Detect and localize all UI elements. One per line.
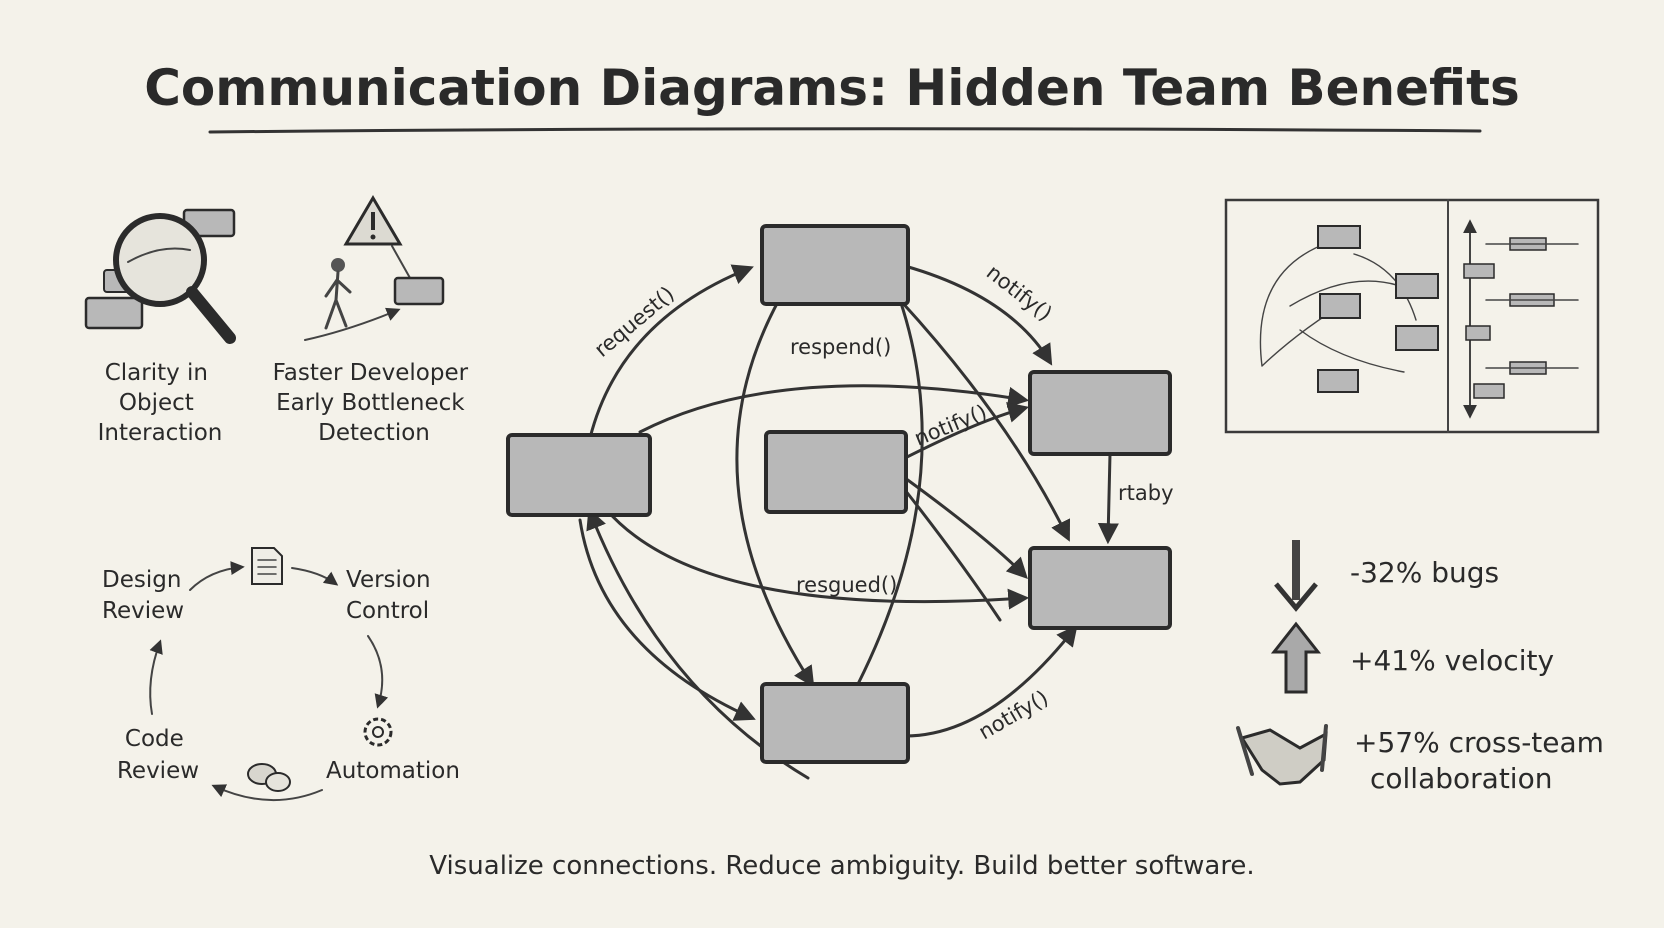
step-version-control: Version Control bbox=[346, 567, 438, 624]
workflow-cycle-arrows bbox=[149, 561, 389, 802]
diagram-thumbnail-panel bbox=[1224, 198, 1600, 434]
object-box-right-top bbox=[1028, 370, 1172, 456]
message-respend: respend() bbox=[790, 335, 891, 359]
object-box-bottom bbox=[760, 682, 910, 764]
object-box-center bbox=[764, 430, 908, 514]
communication-diagram: request() respend() notify() notify() rt… bbox=[506, 224, 1174, 780]
stat-velocity: +41% velocity bbox=[1350, 644, 1554, 677]
step-automation: Automation bbox=[326, 758, 460, 784]
thumbnail-sequence bbox=[1463, 219, 1579, 419]
message-notify-top: notify() bbox=[982, 260, 1057, 326]
tagline: Visualize connections. Reduce ambiguity.… bbox=[429, 851, 1254, 881]
arrow-up-icon bbox=[1270, 621, 1322, 694]
diagram-boxes bbox=[506, 224, 1172, 764]
message-rtaby: rtaby bbox=[1118, 481, 1174, 505]
step-design-review: Design Review bbox=[102, 567, 189, 624]
handshake-icon bbox=[1236, 724, 1328, 786]
warning-icon bbox=[304, 195, 445, 341]
diagram-arrows bbox=[578, 264, 1119, 780]
document-icon bbox=[251, 547, 283, 585]
message-notify-bottom: notify() bbox=[975, 686, 1053, 745]
object-box-right-bottom bbox=[1028, 546, 1172, 630]
stat-collaboration: +57% cross-team collaboration bbox=[1354, 726, 1613, 795]
benefit-clarity-label: Clarity in Object Interaction bbox=[98, 360, 223, 446]
title-underline bbox=[208, 127, 1482, 134]
step-code-review: Code Review bbox=[117, 726, 199, 784]
benefit-faster-label: Faster Developer Early Bottleneck Detect… bbox=[273, 360, 476, 446]
chat-icon bbox=[247, 763, 291, 792]
gear-icon bbox=[363, 717, 393, 747]
page-title: Communication Diagrams: Hidden Team Bene… bbox=[144, 59, 1520, 117]
object-box-left bbox=[506, 433, 652, 517]
arrow-down-icon bbox=[1274, 540, 1318, 612]
stat-bugs: -32% bugs bbox=[1350, 556, 1499, 589]
message-notify-center: notify() bbox=[911, 400, 991, 451]
object-box-top bbox=[760, 224, 910, 306]
message-resgued: resgued() bbox=[796, 573, 897, 597]
magnifier-icon bbox=[84, 208, 236, 344]
thumbnail-communication bbox=[1259, 225, 1439, 393]
